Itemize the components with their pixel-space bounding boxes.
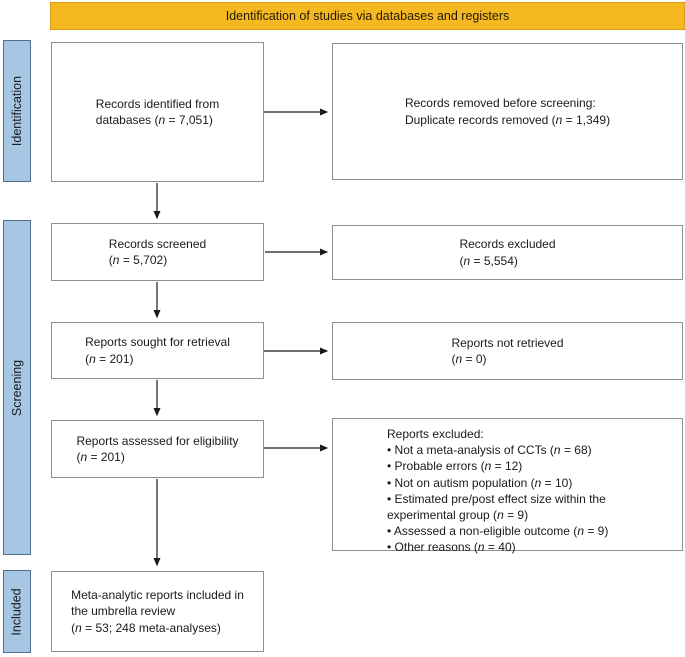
box-reports-excluded-title: Reports excluded: (387, 427, 484, 441)
excluded-reason: • Not a meta-analysis of CCTs (n = 68) (387, 443, 592, 458)
stage-screening-label: Screening (10, 359, 25, 416)
box-records-screened: Records screened(n = 5,702) (51, 223, 264, 281)
excluded-reason: • Estimated pre/post effect size within … (387, 491, 606, 522)
box-reports-excluded: Reports excluded: • Not a meta-analysis … (332, 418, 683, 554)
box-records-excluded-text: Records excluded(n = 5,554) (459, 237, 556, 268)
box-records-excluded: Records excluded(n = 5,554) (332, 225, 683, 280)
box-reports-assessed-text: Reports assessed for eligibility(n = 201… (76, 433, 239, 464)
box-records-screened-text: Records screened(n = 5,702) (108, 236, 207, 267)
box-records-removed: Records removed before screening:Duplica… (332, 43, 683, 180)
stage-identification-label: Identification (10, 75, 24, 147)
stage-included-label: Included (10, 587, 25, 636)
banner-databases-registers: Identification of studies via databases … (50, 2, 685, 30)
box-reports-not-retrieved-text: Reports not retrieved(n = 0) (451, 335, 564, 366)
excluded-reason: • Not on autism population (n = 10) (387, 475, 573, 490)
box-reports-sought: Reports sought for retrieval(n = 201) (51, 322, 264, 379)
excluded-reason: • Assessed a non-eligible outcome (n = 9… (387, 524, 609, 539)
excluded-reason: • Probable errors (n = 12) (387, 459, 523, 474)
excluded-reason: • Other reasons (n = 40) (387, 540, 516, 555)
stage-identification: Identification (3, 40, 31, 182)
banner-label: Identification of studies via databases … (225, 9, 510, 23)
stage-included: Included (3, 570, 31, 653)
stage-screening: Screening (3, 220, 31, 555)
box-reports-sought-text: Reports sought for retrieval(n = 201) (85, 335, 230, 366)
box-reports-assessed: Reports assessed for eligibility(n = 201… (51, 420, 264, 478)
box-reports-not-retrieved: Reports not retrieved(n = 0) (332, 322, 683, 380)
box-records-removed-text: Records removed before screening:Duplica… (404, 96, 611, 127)
